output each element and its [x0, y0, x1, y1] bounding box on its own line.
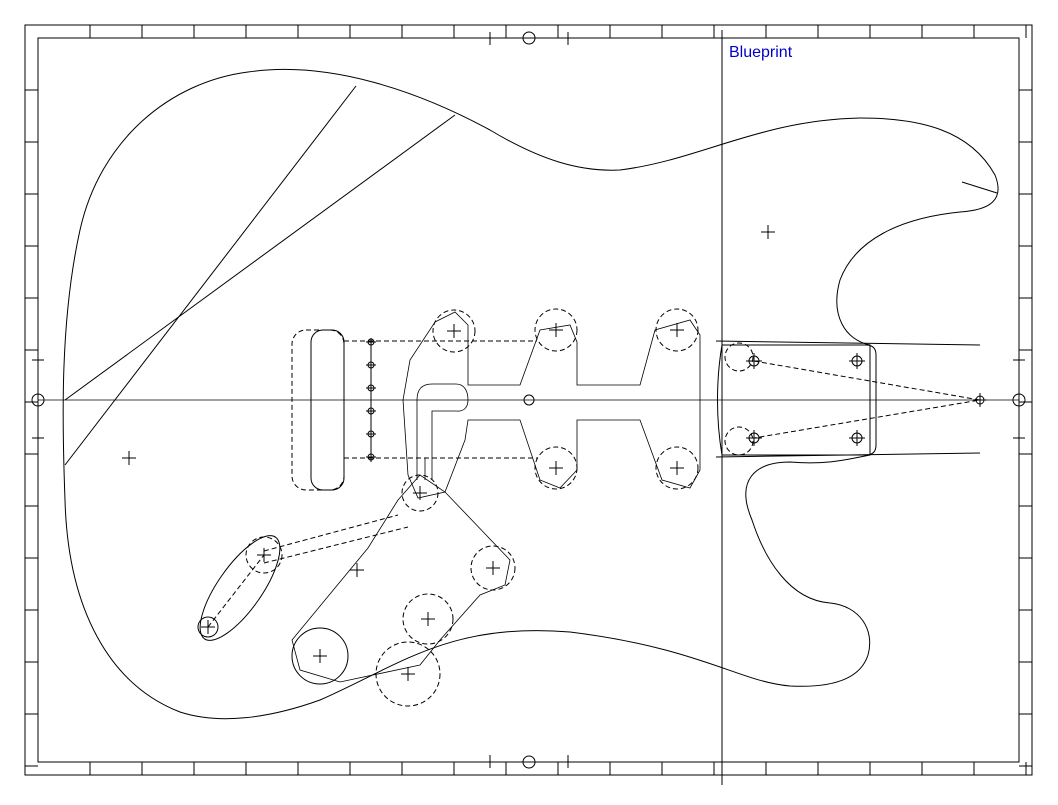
pickup-screw-hole — [656, 309, 698, 351]
frame-ticks — [25, 25, 1032, 775]
contour-line-2 — [65, 115, 455, 400]
output-jack-cavity — [186, 525, 293, 652]
neck-bolt-hole — [849, 430, 865, 446]
pickup-mounting-holes — [433, 309, 698, 489]
pickup-screw-hole — [535, 447, 577, 489]
center-point — [524, 395, 534, 405]
control-knob-holes — [198, 475, 515, 706]
outer-frame — [25, 25, 1032, 775]
neck-reference-point — [973, 393, 987, 407]
bridge-plate — [311, 330, 344, 490]
pickup-screw-hole — [656, 447, 698, 489]
bridge-string-hole — [366, 385, 376, 391]
bridge-string-hole — [366, 454, 376, 460]
pickup-screw-hole — [433, 310, 475, 352]
neck-pocket — [718, 345, 877, 455]
control-hole — [376, 642, 440, 706]
pickup-route-cavity — [403, 312, 700, 498]
reference-crosshairs — [122, 225, 775, 577]
control-hole — [402, 475, 438, 511]
bridge-string-hole — [366, 362, 376, 368]
bridge-string-hole — [366, 431, 376, 437]
neck-edge-bottom — [716, 453, 980, 457]
bridge-dashed-box — [344, 341, 537, 458]
reference-crosshair — [761, 225, 775, 239]
jack-channel-3 — [208, 555, 264, 627]
control-hole — [403, 594, 453, 644]
jack-channel-1 — [264, 515, 398, 551]
jack-channel-2 — [264, 527, 408, 563]
neck-pocket-corner — [725, 343, 753, 371]
body-outline — [63, 69, 998, 718]
pickup-route-inner — [417, 384, 468, 480]
neck-pocket-corner — [725, 427, 753, 455]
registration-marks — [32, 32, 1025, 768]
neck-bolt-holes — [725, 343, 987, 455]
pickup-screw-hole — [535, 309, 577, 351]
control-hole — [471, 546, 515, 590]
control-hole — [292, 628, 348, 684]
bridge-string-hole — [366, 408, 376, 414]
neck-bolt-hole — [849, 353, 865, 369]
bridge-string-hole — [366, 339, 376, 345]
strap-edge-line — [962, 182, 997, 193]
bridge-string-holes — [366, 339, 376, 460]
reference-crosshair — [350, 563, 364, 577]
neck-bolt-hole — [746, 430, 762, 446]
contour-line-1 — [65, 86, 356, 465]
neck-bolt-lines — [754, 361, 980, 438]
control-cavity — [292, 475, 510, 682]
reference-crosshair — [122, 451, 136, 465]
blueprint-title: Blueprint — [729, 44, 793, 61]
bridge-outer-cavity — [292, 330, 344, 490]
neck-edge-top — [716, 341, 980, 345]
neck-bolt-hole — [746, 353, 762, 369]
